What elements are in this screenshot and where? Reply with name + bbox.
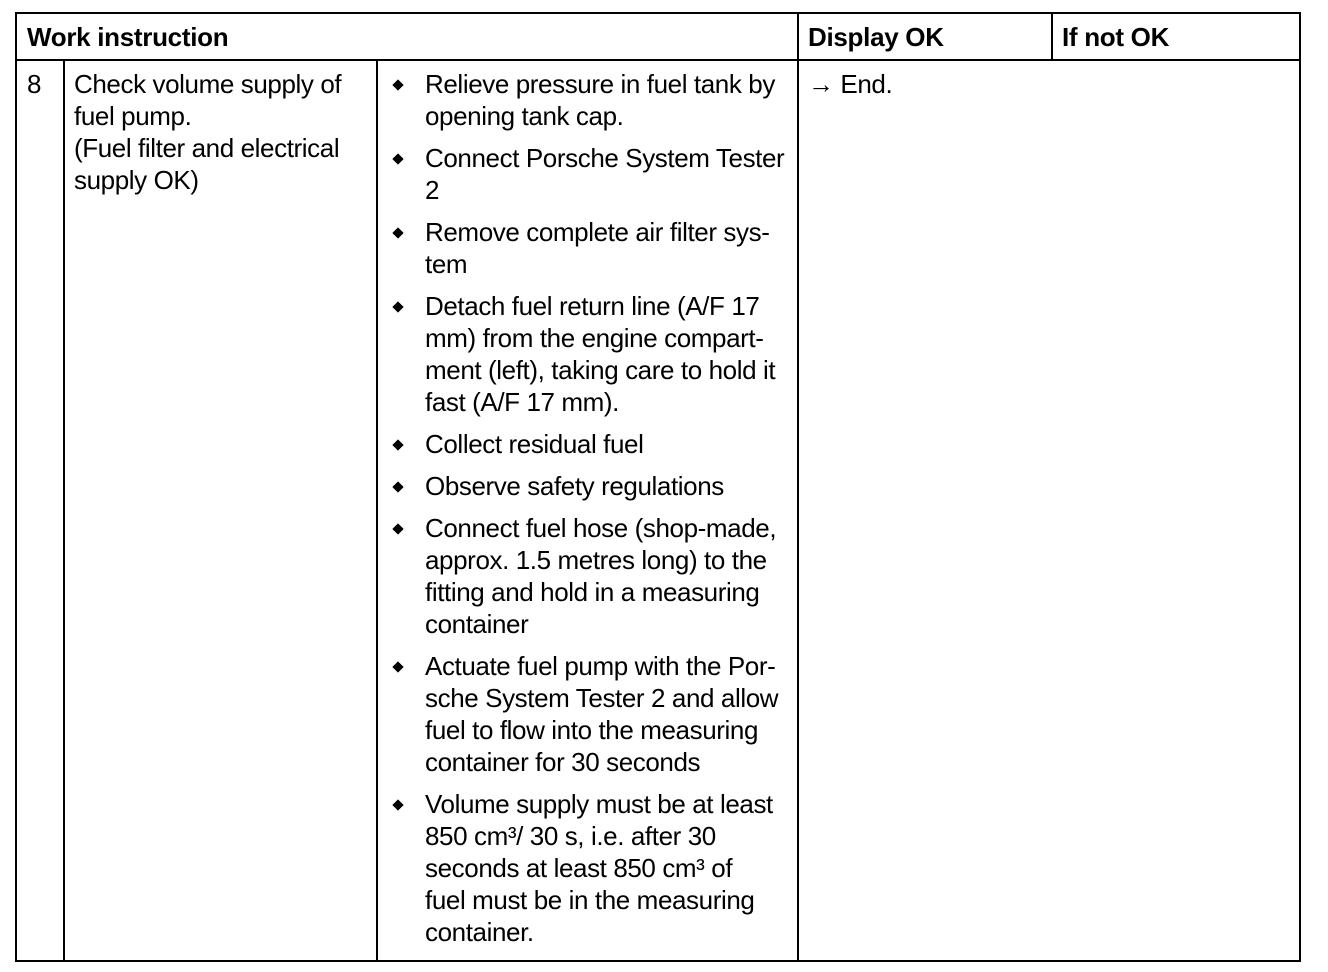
- diamond-bullet-icon: [392, 227, 404, 239]
- list-item: Collect residual fuel: [387, 428, 797, 460]
- diamond-bullet-icon: [392, 439, 404, 451]
- list-item: Observe safety regulations: [387, 470, 797, 502]
- list-item: Remove complete air filter sys- tem: [387, 216, 797, 280]
- column-divider-step: [63, 60, 65, 960]
- list-item: Detach fuel return line (A/F 17 mm) from…: [387, 290, 797, 418]
- header-divider: [17, 59, 1299, 61]
- list-item: Actuate fuel pump with the Por- sche Sys…: [387, 650, 797, 778]
- diamond-bullet-icon: [392, 153, 404, 165]
- column-divider-task: [376, 60, 378, 960]
- step-number: 8: [27, 69, 42, 99]
- header-display-ok: Display OK: [808, 21, 944, 52]
- instruction-list: Relieve pressure in fuel tank by opening…: [387, 68, 797, 958]
- diamond-bullet-icon: [392, 481, 404, 493]
- column-divider-instructions: [797, 14, 799, 960]
- list-item: Volume supply must be at least 850 cm³/ …: [387, 788, 797, 948]
- task-description: Check volume supply of fuel pump. (Fuel …: [74, 69, 342, 195]
- header-if-not-ok: If not OK: [1062, 21, 1170, 52]
- list-item: Connect Porsche System Tester 2: [387, 142, 797, 206]
- header-work-instruction: Work instruction: [27, 21, 229, 52]
- display-ok-result: → End.: [808, 69, 893, 99]
- diamond-bullet-icon: [392, 523, 404, 535]
- diamond-bullet-icon: [392, 301, 404, 313]
- column-divider-display: [1051, 14, 1053, 60]
- diamond-bullet-icon: [392, 661, 404, 673]
- list-item: Relieve pressure in fuel tank by opening…: [387, 68, 797, 132]
- list-item: Connect fuel hose (shop-made, approx. 1.…: [387, 512, 797, 640]
- diamond-bullet-icon: [392, 79, 404, 91]
- work-instruction-table: Work instruction Display OK If not OK 8 …: [15, 12, 1301, 962]
- diamond-bullet-icon: [392, 799, 404, 811]
